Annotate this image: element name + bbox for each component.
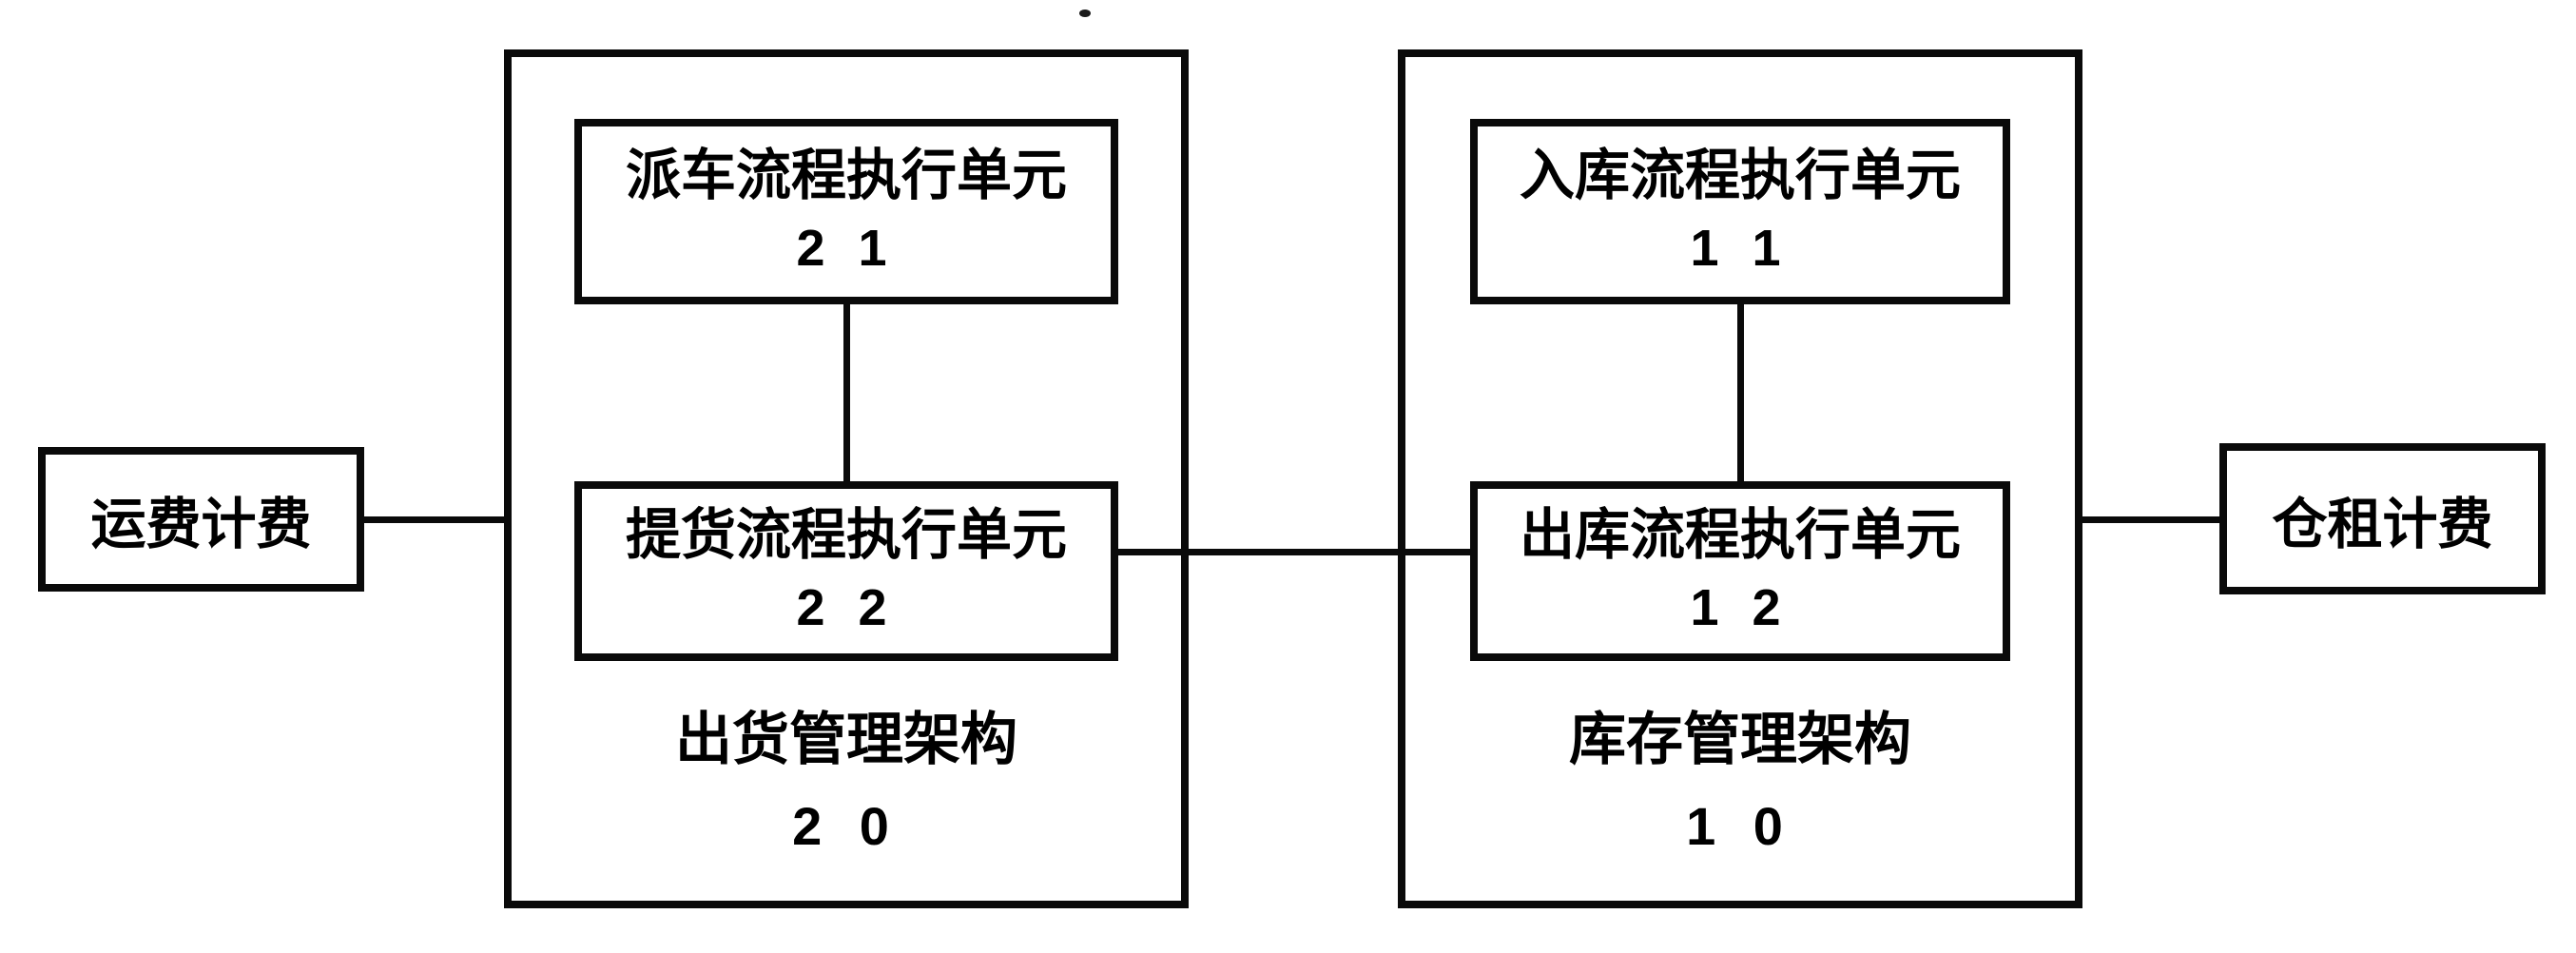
inventory-management-title: 库存管理架构 — [1569, 708, 1911, 771]
dispatch-unit-label: 派车流程执行单元 — [625, 144, 1067, 206]
dispatch-unit-number: 2 1 — [796, 220, 897, 278]
inventory-management-caption: 库存管理架构 1 0 — [1398, 711, 2082, 857]
box-pickup-unit: 提货流程执行单元 2 2 — [574, 481, 1118, 661]
freight-billing-label: 运费计费 — [90, 494, 312, 555]
inbound-unit-number: 1 1 — [1690, 220, 1791, 278]
pickup-unit-number: 2 2 — [796, 579, 897, 637]
shipping-management-caption: 出货管理架构 2 0 — [504, 711, 1189, 857]
box-outbound-unit: 出库流程执行单元 1 2 — [1470, 481, 2010, 661]
connector-dispatch-to-pickup — [843, 301, 850, 485]
box-warehouse-rent-billing: 仓租计费 — [2219, 443, 2546, 594]
inbound-unit-label: 入库流程执行单元 — [1519, 144, 1961, 206]
warehouse-rent-billing-label: 仓租计费 — [2272, 493, 2493, 555]
shipping-management-title: 出货管理架构 — [675, 708, 1017, 771]
box-dispatch-unit: 派车流程执行单元 2 1 — [574, 119, 1118, 304]
connector-pickup-to-outbound — [1114, 549, 1474, 555]
scan-artifact-dot — [1079, 10, 1091, 17]
inventory-management-number: 1 0 — [1686, 796, 1794, 856]
box-freight-billing: 运费计费 — [38, 447, 364, 592]
shipping-management-number: 2 0 — [792, 796, 901, 856]
outbound-unit-number: 1 2 — [1690, 579, 1791, 637]
box-inbound-unit: 入库流程执行单元 1 1 — [1470, 119, 2010, 304]
outbound-unit-label: 出库流程执行单元 — [1519, 503, 1961, 566]
connector-inventory-group-to-rent — [2079, 516, 2223, 523]
connector-inbound-to-outbound — [1737, 301, 1744, 485]
connector-freight-to-shipping-group — [360, 516, 508, 523]
pickup-unit-label: 提货流程执行单元 — [625, 503, 1067, 566]
